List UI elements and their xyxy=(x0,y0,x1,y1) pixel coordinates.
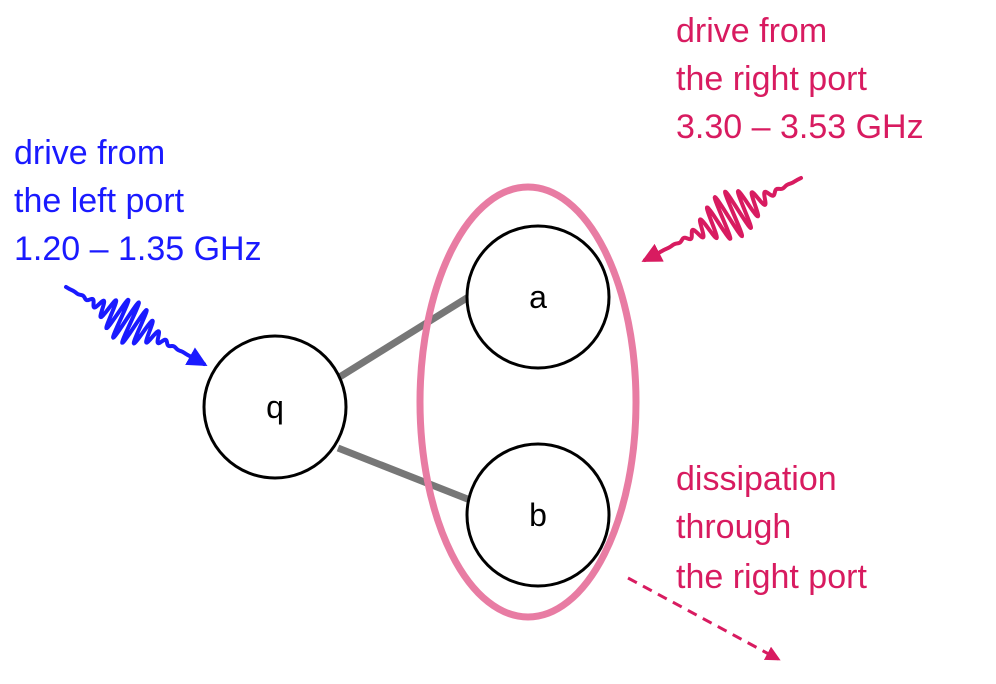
dissipation-line1: dissipation xyxy=(676,460,837,498)
right-port-ellipse xyxy=(416,183,640,621)
coupling-q-b xyxy=(336,444,472,504)
right-drive-annotation: drive from the right port 3.30 – 3.53 GH… xyxy=(676,12,924,146)
node-a-label: a xyxy=(529,279,547,315)
node-b-label: b xyxy=(529,497,547,533)
left-drive-line3: 1.20 – 1.35 GHz xyxy=(14,230,262,268)
node-a xyxy=(465,224,611,370)
right-drive-line3: 3.30 – 3.53 GHz xyxy=(676,108,924,146)
left-drive-wave-icon xyxy=(64,285,208,366)
right-drive-wave-icon xyxy=(641,176,803,262)
coupling-q-a xyxy=(336,293,472,381)
left-drive-line2: the left port xyxy=(14,182,185,220)
dissipation-line2: through xyxy=(676,508,791,546)
right-drive-line2: the right port xyxy=(676,60,867,98)
dissipation-arrow-icon xyxy=(627,576,781,661)
node-q-label: q xyxy=(266,389,284,425)
left-drive-line1: drive from xyxy=(14,134,165,172)
node-q xyxy=(202,334,348,480)
dissipation-line3: the right port xyxy=(676,558,867,596)
left-drive-annotation: drive from the left port 1.20 – 1.35 GHz xyxy=(14,134,262,268)
right-drive-line1: drive from xyxy=(676,12,827,50)
node-b xyxy=(465,442,611,588)
dissipation-annotation: dissipation through the right port xyxy=(676,460,867,596)
